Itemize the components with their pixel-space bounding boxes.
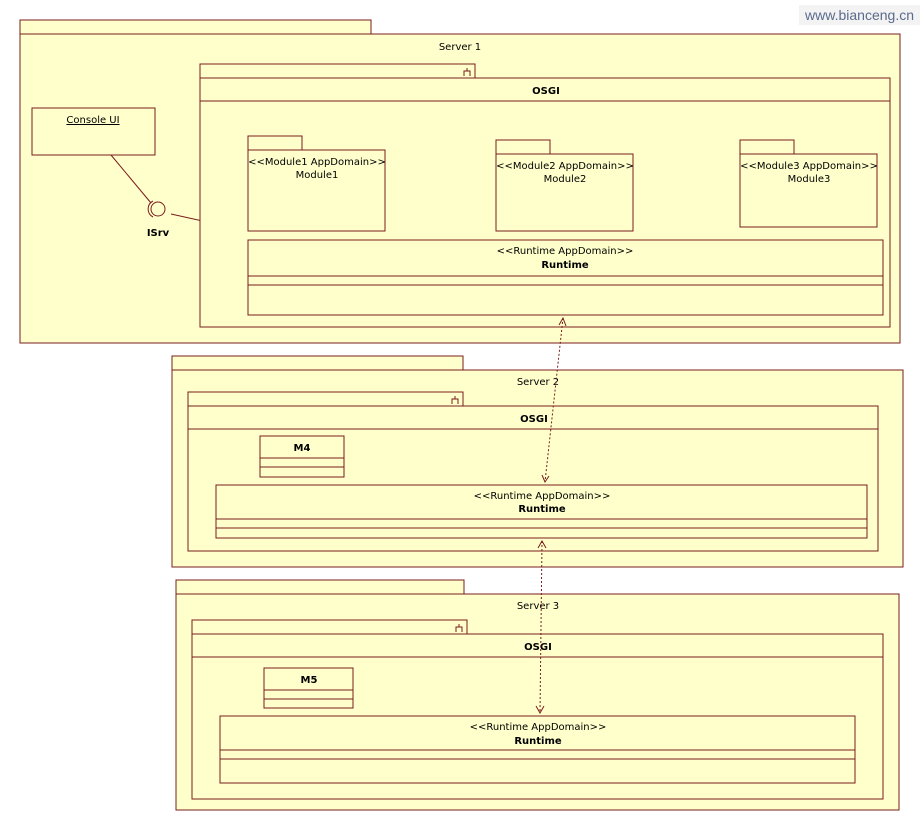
console-link-line (110, 154, 152, 204)
component-icon (451, 396, 459, 404)
module3-stereotype: <<Module3 AppDomain>> (740, 161, 878, 172)
console-ui-component[interactable]: Console UI (31, 107, 156, 156)
console-ui-label: Console UI (66, 115, 119, 126)
isrv-interface[interactable]: ISrv (147, 200, 170, 239)
module1-name: Module1 (296, 170, 339, 181)
isrv-socket-icon (147, 200, 154, 218)
m5-class[interactable]: M5 (263, 667, 354, 709)
isrv-label: ISrv (147, 228, 170, 239)
server1-runtime-name: Runtime (541, 260, 589, 271)
server3-osgi-title: OSGI (524, 642, 552, 653)
module1-package[interactable]: <<Module1 AppDomain>> Module1 (247, 135, 386, 232)
arrow-up-icon (558, 316, 567, 327)
module2-name: Module2 (544, 174, 587, 185)
server1-runtime-stereotype: <<Runtime AppDomain>> (497, 246, 634, 257)
server1-title: Server 1 (439, 42, 481, 53)
module1-stereotype: <<Module1 AppDomain>> (248, 157, 386, 168)
module3-name: Module3 (788, 174, 831, 185)
server2-runtime-name: Runtime (518, 504, 566, 515)
module2-package[interactable]: <<Module2 AppDomain>> Module2 (495, 139, 634, 232)
watermark: www.bianceng.cn (799, 5, 920, 25)
m5-name: M5 (301, 675, 318, 686)
server2-osgi-title: OSGI (520, 414, 548, 425)
arrow-down-icon (535, 705, 545, 715)
server1-osgi-title: OSGI (532, 86, 560, 97)
module2-stereotype: <<Module2 AppDomain>> (496, 161, 634, 172)
server3-runtime[interactable]: <<Runtime AppDomain>> Runtime (219, 715, 856, 784)
component-icon (463, 68, 471, 76)
server3-title: Server 3 (517, 601, 559, 612)
m4-class[interactable]: M4 (259, 435, 345, 478)
isrv-lollipop-icon (150, 201, 166, 217)
runtime2-runtime3-connector (535, 539, 547, 715)
server2-runtime[interactable]: <<Runtime AppDomain>> Runtime (215, 484, 868, 539)
component-icon (455, 624, 463, 632)
arrow-down-icon (541, 474, 550, 484)
server3-runtime-stereotype: <<Runtime AppDomain>> (470, 722, 607, 733)
server3-runtime-name: Runtime (514, 736, 562, 747)
arrow-up-icon (537, 539, 547, 549)
m4-name: M4 (294, 443, 311, 454)
runtime1-runtime2-connector (541, 316, 567, 484)
server2-runtime-stereotype: <<Runtime AppDomain>> (474, 491, 611, 502)
module3-package[interactable]: <<Module3 AppDomain>> Module3 (739, 139, 878, 228)
server2-title: Server 2 (517, 377, 559, 388)
server1-runtime[interactable]: <<Runtime AppDomain>> Runtime (247, 239, 884, 316)
